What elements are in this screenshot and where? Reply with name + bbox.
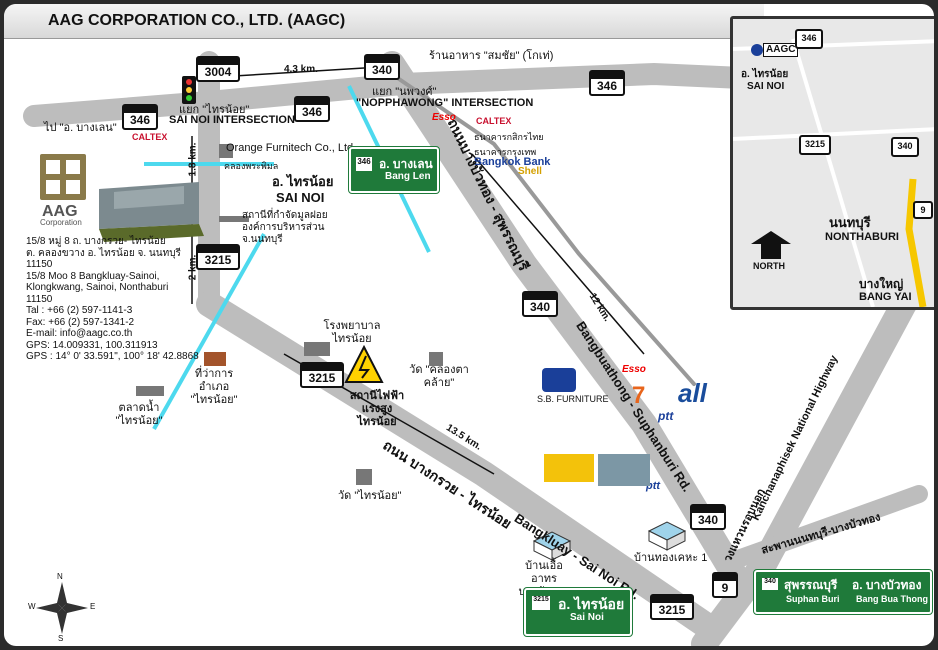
gps: GPS : 14° 0' 33.591", 100° 18' 42.8868 xyxy=(26,351,199,362)
landmark-label: ตลาดน้ำ "ไทรน้อย" xyxy=(115,402,163,428)
inset-north-label: NORTH xyxy=(753,261,785,271)
map-frame: AAG CORPORATION CO., LTD. (AAGC) 3004 34… xyxy=(4,4,934,646)
sb-furniture-logo xyxy=(542,368,576,392)
landmark-label: วัด "ไทรน้อย" xyxy=(338,490,402,502)
company-address: 15/8 หมู่ 8 ถ. บางกรวย- ไทรน้อย ต. คลองข… xyxy=(26,236,199,363)
brand-label: S.B. FURNITURE xyxy=(537,394,609,404)
aag-logo-text: AAG xyxy=(42,203,78,220)
showroom-image xyxy=(598,454,650,486)
route-shield-9: 9 xyxy=(712,572,738,598)
kk-logo xyxy=(544,454,594,482)
shell-logo: Shell xyxy=(518,166,542,177)
compass-east: E xyxy=(90,602,96,611)
compass-icon xyxy=(36,582,88,634)
inset-sainoi-en: SAI NOI xyxy=(747,81,785,92)
direction-label: ไป "อ. บางเลน" xyxy=(44,122,117,134)
page-header: AAG CORPORATION CO., LTD. (AAGC) xyxy=(4,4,764,39)
route-shield-340: 340 xyxy=(364,54,400,80)
brand-label: ธนาคารกสิกรไทย xyxy=(474,132,544,142)
road-bangbuathong-suphanburi xyxy=(379,51,747,587)
route-shield-346: 346 xyxy=(589,70,625,96)
inset-bangyai-th: บางใหญ่ xyxy=(859,277,904,291)
address-line: ต. คลองขวาง อ. ไทรน้อย จ. นนทบุรี xyxy=(26,247,181,259)
brand-label: Bangkok Bank xyxy=(474,156,551,168)
distance-label: 4.3 km. xyxy=(284,64,318,75)
location-pin-icon xyxy=(751,44,763,56)
traffic-light-icon xyxy=(182,76,196,104)
email[interactable]: E-mail: info@aagc.co.th xyxy=(26,328,133,339)
inset-nonthaburi-th: นนทบุรี xyxy=(829,215,871,230)
building-icons xyxy=(136,144,443,485)
all-logo: all xyxy=(678,378,707,408)
brand-label: ธนาคารกรุงเทพ xyxy=(474,147,537,157)
landmark-label: วัด "คลองตาคล้าย" xyxy=(409,364,469,390)
compass-west: W xyxy=(28,602,36,611)
address-line: 15/8 Moo 8 Bangkluay-Sainoi, xyxy=(26,270,160,282)
inset-aagc-label: AAGC xyxy=(763,43,799,57)
intersection-label: "NOPPHAWONG" INTERSECTION xyxy=(356,97,534,109)
inset-route-3215: 3215 xyxy=(799,135,831,155)
landmark-label: สถานีที่กำจัดมูลฝอย องค์การบริหารส่วน จ.… xyxy=(242,210,328,245)
sign-suphanburi-bangbuathong: 340 สุพรรณบุรี Suphan Buri อ. บางบัวทอง … xyxy=(753,569,933,615)
sign-sai-noi: 3215 อ. ไทรน้อย Sai Noi xyxy=(523,587,633,637)
aag-logo xyxy=(40,154,86,200)
page-title: AAG CORPORATION CO., LTD. (AAGC) xyxy=(48,12,346,29)
compass-south: S xyxy=(58,634,64,643)
factory-image xyxy=(99,182,204,242)
road-bangkluay-sainoi xyxy=(196,291,717,637)
canal-1 xyxy=(152,233,266,430)
route-shield-3004: 3004 xyxy=(196,56,240,82)
district-label: SAI NOI xyxy=(276,190,325,205)
fax: Fax: +66 (2) 597-1341-2 xyxy=(26,316,135,328)
road-340-secondary xyxy=(397,77,696,386)
intersection-label: แยก "นพวงศ์" xyxy=(372,86,437,98)
caltex-logo: CALTEX xyxy=(476,116,512,126)
address-line: 11150 xyxy=(26,259,53,270)
esso-logo: Esso xyxy=(622,364,646,375)
road-network xyxy=(23,51,934,646)
intersection-label: แยก "ไทรน้อย" xyxy=(179,104,250,116)
address-line: 15/8 หมู่ 8 ถ. บางกรวย- ไทรน้อย xyxy=(26,236,166,247)
route-shield-340: 340 xyxy=(690,504,726,530)
landmark-label: บ้านทองเคหะ 1 xyxy=(634,552,708,564)
ptt-logo: ptt xyxy=(658,409,674,423)
route-shield-3215: 3215 xyxy=(196,244,240,270)
caltex-logo: CALTEX xyxy=(132,132,168,142)
district-label: อ. ไทรน้อย xyxy=(272,174,334,189)
address-line: 11150 xyxy=(26,293,53,305)
address-line: Klongkwang, Sainoi, Nonthaburi xyxy=(26,282,169,293)
route-shield-346: 346 xyxy=(294,96,330,122)
distance-label: 1.8 km. xyxy=(187,142,199,177)
landmark-label: โรงพยาบาล ไทรน้อย xyxy=(323,320,381,346)
telephone: Tal : +66 (2) 597-1141-3 xyxy=(26,305,133,316)
high-voltage-icon xyxy=(344,344,384,383)
inset-bangyai-en: BANG YAI xyxy=(859,291,912,303)
gps: GPS: 14.009331, 100.311913 xyxy=(26,339,158,351)
road-bridge xyxy=(715,485,928,573)
inset-nonthaburi-en: NONTHABURI xyxy=(825,231,899,243)
landmark-label: Orange Furnitech Co., Ltd. xyxy=(226,142,357,154)
route-shield-3215: 3215 xyxy=(300,362,344,388)
landmark-label: สถานีไฟฟ้าแรงสูง ไทรน้อย xyxy=(349,390,405,429)
inset-route-346: 346 xyxy=(795,29,823,49)
inset-route-9: 9 xyxy=(913,201,933,219)
landmark-label: ร้านอาหาร "สมชัย" (โกเท่) xyxy=(429,50,554,62)
route-shield-3215: 3215 xyxy=(650,594,694,620)
canal-label: คลองพระพิมล xyxy=(224,161,279,171)
village-icons xyxy=(532,521,687,561)
compass-north: N xyxy=(57,572,63,581)
seven-eleven-logo: 7 xyxy=(632,382,646,409)
inset-map: AAGC อ. ไทรน้อย SAI NOI นนทบุรี NONTHABU… xyxy=(730,16,934,310)
route-shield-346: 346 xyxy=(122,104,158,130)
inset-sainoi-th: อ. ไทรน้อย xyxy=(741,69,789,80)
inset-route-340: 340 xyxy=(891,137,919,157)
esso-logo: Esso xyxy=(432,112,456,123)
aag-logo-subtext: Corporation xyxy=(40,218,82,227)
route-shield-340: 340 xyxy=(522,291,558,317)
sign-bang-len: 346 อ. บางเลน Bang Len xyxy=(348,146,440,194)
intersection-label: SAI NOI INTERSECTION xyxy=(169,114,295,126)
landmark-label: ที่ว่าการอำเภอ "ไทรน้อย" xyxy=(190,368,238,407)
